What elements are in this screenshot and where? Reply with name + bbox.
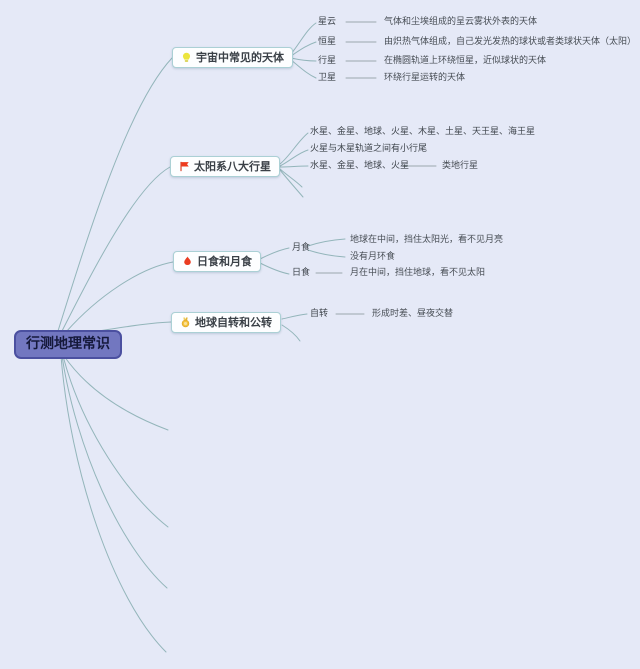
flame-icon — [182, 256, 193, 267]
root-label: 行测地理常识 — [26, 336, 110, 352]
branch-solar-label: 太阳系八大行星 — [194, 160, 271, 173]
link-root-eclipse — [65, 261, 174, 333]
root-topic[interactable]: 行测地理常识 — [14, 330, 122, 359]
note-lunar-eclipse-2[interactable]: 没有月环食 — [350, 252, 396, 262]
medal-icon — [180, 317, 191, 328]
subtopic-lunar-eclipse[interactable]: 月食 — [292, 243, 311, 253]
link-rotation-spin — [281, 313, 308, 320]
bulb-icon — [181, 52, 192, 63]
subtopic-satellite[interactable]: 卫星 — [318, 73, 337, 83]
link-universe-nebula — [290, 22, 317, 55]
note-asteroid-belt[interactable]: 火星与木星轨道之间有小行尾 — [310, 144, 428, 154]
subtopic-rotation[interactable]: 自转 — [310, 309, 329, 319]
link-root-universe — [57, 57, 173, 332]
link-eclipse-lunar — [259, 247, 290, 260]
link-solar-eight — [279, 132, 309, 165]
link-universe-satellite — [290, 59, 317, 79]
link-lunar-note1 — [307, 238, 346, 247]
link-rotation-collapsed — [281, 324, 301, 342]
branch-earth-rotation[interactable]: 地球自转和公转 — [171, 312, 281, 333]
note-star[interactable]: 由炽热气体组成，自己发光发热的球状或者类球状天体（太阳） — [384, 37, 637, 47]
note-lunar-eclipse-1[interactable]: 地球在中间，挡住太阳光，看不见月亮 — [350, 235, 504, 245]
link-solar-asteroid — [279, 149, 309, 167]
subtopic-planet[interactable]: 行星 — [318, 56, 337, 66]
note-terrestrial-planets[interactable]: 类地行星 — [442, 161, 479, 171]
link-root-solar — [61, 166, 171, 332]
note-solar-eclipse[interactable]: 月在中间，挡住地球，看不见太阳 — [350, 268, 486, 278]
note-satellite[interactable]: 环绕行星运转的天体 — [384, 73, 466, 83]
link-root-collapsed-4 — [60, 355, 167, 653]
branch-universe-bodies[interactable]: 宇宙中常见的天体 — [172, 47, 293, 68]
branch-rotation-label: 地球自转和公转 — [195, 316, 272, 329]
link-root-collapsed-3 — [61, 355, 168, 589]
note-planet[interactable]: 在椭圆轨道上环绕恒星，近似球状的天体 — [384, 56, 547, 66]
link-lunar-note2 — [307, 249, 346, 258]
branch-universe-label: 宇宙中常见的天体 — [196, 51, 284, 64]
branch-eclipses-label: 日食和月食 — [197, 255, 252, 268]
link-solar-collapsed-1 — [279, 168, 303, 188]
subtopic-nebula[interactable]: 星云 — [318, 17, 337, 27]
link-root-collapsed-2 — [62, 355, 169, 528]
branch-solar-system[interactable]: 太阳系八大行星 — [170, 156, 280, 177]
flag-icon — [179, 161, 190, 172]
subtopic-terrestrial-list[interactable]: 水星、金星、地球、火星 — [310, 161, 410, 171]
link-universe-planet — [290, 57, 317, 62]
link-root-collapsed-1 — [63, 355, 169, 431]
link-solar-collapsed-2 — [279, 169, 304, 198]
branch-eclipses[interactable]: 日食和月食 — [173, 251, 261, 272]
note-rotation[interactable]: 形成时差、昼夜交替 — [372, 309, 454, 319]
note-eight-planets[interactable]: 水星、金星、地球、火星、木星、土星、天王星、海王星 — [310, 127, 536, 137]
link-universe-star — [290, 41, 317, 57]
subtopic-solar-eclipse[interactable]: 日食 — [292, 268, 311, 278]
subtopic-star[interactable]: 恒星 — [318, 37, 337, 47]
link-eclipse-solar — [259, 262, 290, 275]
link-solar-terrestrial — [279, 165, 309, 168]
note-nebula[interactable]: 气体和尘埃组成的呈云雾状外表的天体 — [384, 17, 538, 27]
